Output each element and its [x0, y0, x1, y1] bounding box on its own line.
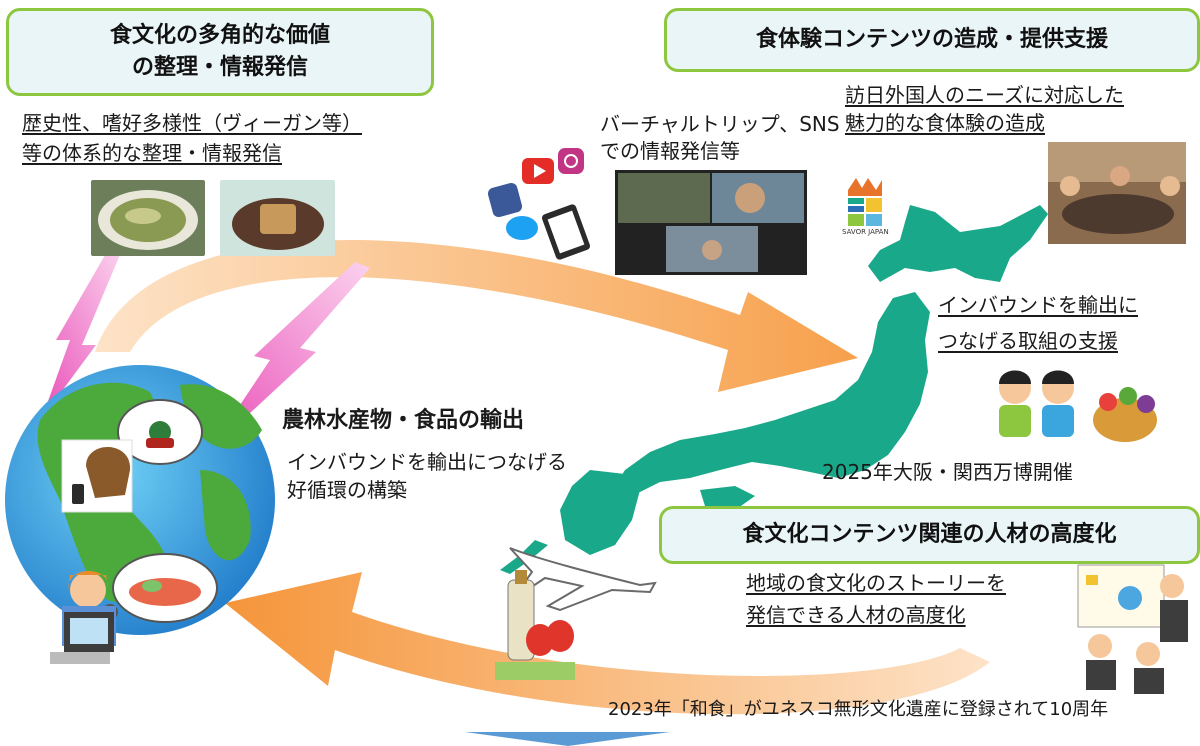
- thought-bubble-tea: [105, 399, 203, 473]
- japan-map: [500, 205, 1048, 574]
- virtual-trip-text-line1: バーチャルトリップ、SNS: [600, 112, 840, 136]
- story-text-line1: 地域の食文化のストーリーを: [746, 571, 1006, 595]
- inbound-support-text-line2: つなげる取組の支援: [938, 329, 1118, 353]
- food-culture-value-box: 食文化の多角的な価値 の整理・情報発信: [6, 8, 434, 96]
- person-with-phone-illustration: [61, 439, 133, 513]
- cycle-text-line1: インバウンドを輸出につなげる: [287, 450, 567, 474]
- lightning-bolt-left: [42, 250, 122, 418]
- visitors-needs-text-line2: 魅力的な食体験の造成: [845, 111, 1045, 135]
- history-text-line1: 歴史性、嗜好多様性（ヴィーガン等）: [22, 111, 362, 135]
- top-cycle-arrow: [95, 240, 858, 392]
- people-and-vegetables-illustration: [999, 370, 1157, 442]
- export-title: 農林水産物・食品の輸出: [282, 408, 525, 433]
- story-text-line2: 発信できる人材の高度化: [746, 603, 966, 627]
- food-experience-box: 食体験コンテンツの造成・提供支援: [664, 8, 1200, 72]
- human-resources-box: 食文化コンテンツ関連の人材の高度化: [659, 506, 1200, 564]
- cycle-text-line2: 好循環の構築: [287, 478, 407, 502]
- history-text-line2: 等の体系的な整理・情報発信: [22, 141, 282, 165]
- inbound-support-text-line1: インバウンドを輸出に: [938, 293, 1138, 317]
- globe-illustration: [5, 365, 275, 635]
- down-arrow: [465, 732, 670, 746]
- presentation-illustration: [1077, 564, 1188, 694]
- sns-icons: [487, 148, 590, 260]
- tofu-dish-photo: [220, 180, 335, 256]
- video-call-photo: [615, 170, 807, 275]
- savor-japan-logo-text: SAVOR JAPAN: [842, 228, 889, 236]
- vegetable-dish-photo: [91, 180, 205, 256]
- person-at-computer-illustration: [50, 570, 116, 664]
- airplane-illustration: [509, 547, 657, 612]
- dining-photo: [1048, 142, 1186, 244]
- visitors-needs-text-line1: 訪日外国人のニーズに対応した: [845, 83, 1124, 107]
- food-culture-value-line1: 食文化の多角的な価値: [109, 23, 330, 48]
- human-resources-title: 食文化コンテンツ関連の人材の高度化: [742, 522, 1117, 547]
- food-experience-title: 食体験コンテンツの造成・提供支援: [755, 27, 1108, 52]
- savor-japan-logo: [848, 178, 882, 226]
- food-culture-value-line2: の整理・情報発信: [131, 55, 308, 80]
- lightning-bolt-center: [210, 262, 370, 450]
- expo-text: 2025年大阪・関西万博開催: [822, 460, 1073, 484]
- washoku-anniversary-text: 2023年「和食」がユネスコ無形文化遺産に登録されて10周年: [608, 699, 1109, 720]
- sake-and-strawberries-illustration: [495, 570, 575, 680]
- bottom-cycle-arrow: [225, 572, 990, 715]
- virtual-trip-text-line2: での情報発信等: [600, 139, 740, 163]
